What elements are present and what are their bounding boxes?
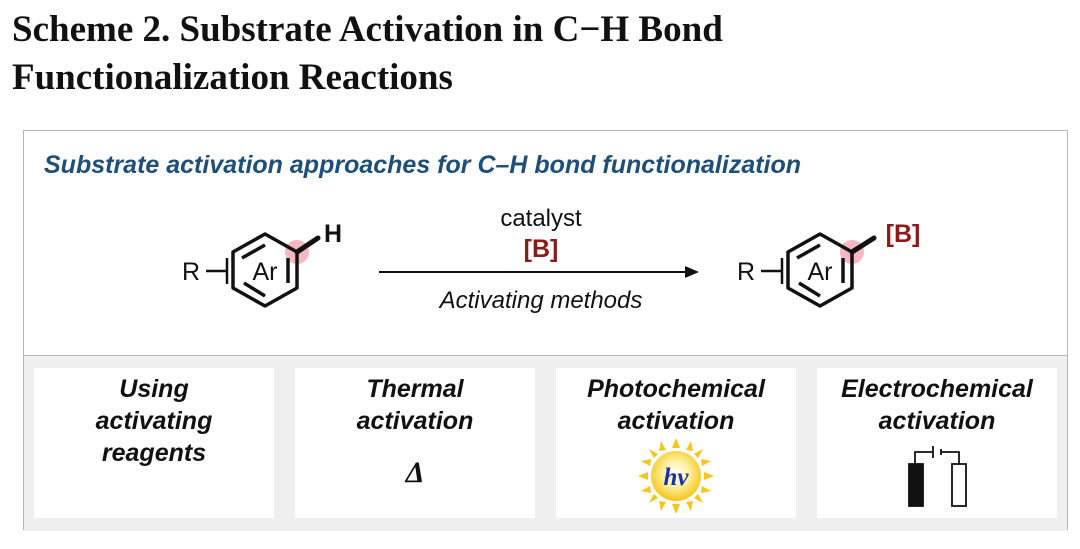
catalyst-label: catalyst <box>500 205 582 232</box>
reactant-ring-label: Ar <box>253 258 278 286</box>
scheme-title-line-2: Functionalization Reactions <box>12 57 453 98</box>
methods-panel: Using activating reagents Thermal activa… <box>24 355 1067 531</box>
panel-heading: Substrate activation approaches for C–H … <box>44 151 802 179</box>
reactant-molecule: R Ar H <box>182 220 342 308</box>
method-label-reagents: Using activating reagents <box>95 375 213 467</box>
method-box-photochemical: Photochemical activation <box>556 368 796 518</box>
method-box-electrochemical: Electrochemical activation <box>817 368 1057 518</box>
method-label: Activating methods <box>438 287 643 314</box>
reaction-arrow: catalyst [B] Activating methods <box>379 205 699 314</box>
product-substituent: R <box>737 258 755 286</box>
hv-label: hv <box>664 464 690 491</box>
sun-icon: hv <box>638 438 714 514</box>
method-box-thermal: Thermal activation Δ <box>295 368 535 518</box>
method-label-electrochemical: Electrochemical activation <box>841 375 1033 435</box>
method-label-photochemical: Photochemical activation <box>587 375 765 435</box>
method-box-reagents: Using activating reagents <box>34 368 274 518</box>
reaction-panel: Substrate activation approaches for C–H … <box>24 131 1067 355</box>
product-group: [B] <box>886 220 921 248</box>
product-ring-label: Ar <box>808 258 833 286</box>
reaction-scheme: R Ar H catalyst [B] Activating methods <box>182 205 921 314</box>
scheme-title: Scheme 2. Substrate Activation in C−H Bo… <box>12 6 1072 102</box>
delta-symbol: Δ <box>405 456 425 489</box>
electrochemical-cell-icon <box>908 446 967 507</box>
scheme-title-line-1: Scheme 2. Substrate Activation in C−H Bo… <box>12 9 723 50</box>
reactant-atom: H <box>324 220 342 248</box>
reactant-substituent: R <box>182 258 200 286</box>
scheme-frame: Substrate activation approaches for C–H … <box>23 130 1068 531</box>
reagent-label: [B] <box>524 235 559 263</box>
method-label-thermal: Thermal activation <box>356 375 474 435</box>
product-molecule: R Ar [B] <box>737 220 921 308</box>
